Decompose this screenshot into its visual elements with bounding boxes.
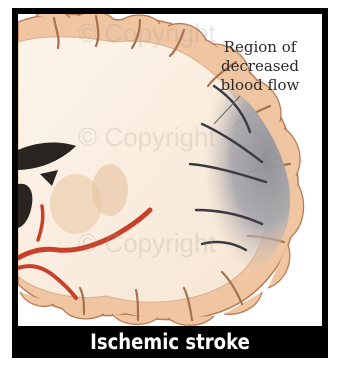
annotation-line-2: decreased bbox=[200, 57, 320, 76]
annotation-line-3: blood flow bbox=[200, 76, 320, 95]
caption-bar: Ischemic stroke bbox=[12, 326, 328, 358]
brain-illustration: © Copyright © Copyright © Copyright Regi… bbox=[18, 14, 322, 326]
annotation-label: Region of decreased blood flow bbox=[200, 38, 320, 95]
figure-caption: Ischemic stroke bbox=[34, 326, 306, 358]
figure-frame: © Copyright © Copyright © Copyright Regi… bbox=[12, 8, 328, 358]
annotation-line-1: Region of bbox=[200, 38, 320, 57]
